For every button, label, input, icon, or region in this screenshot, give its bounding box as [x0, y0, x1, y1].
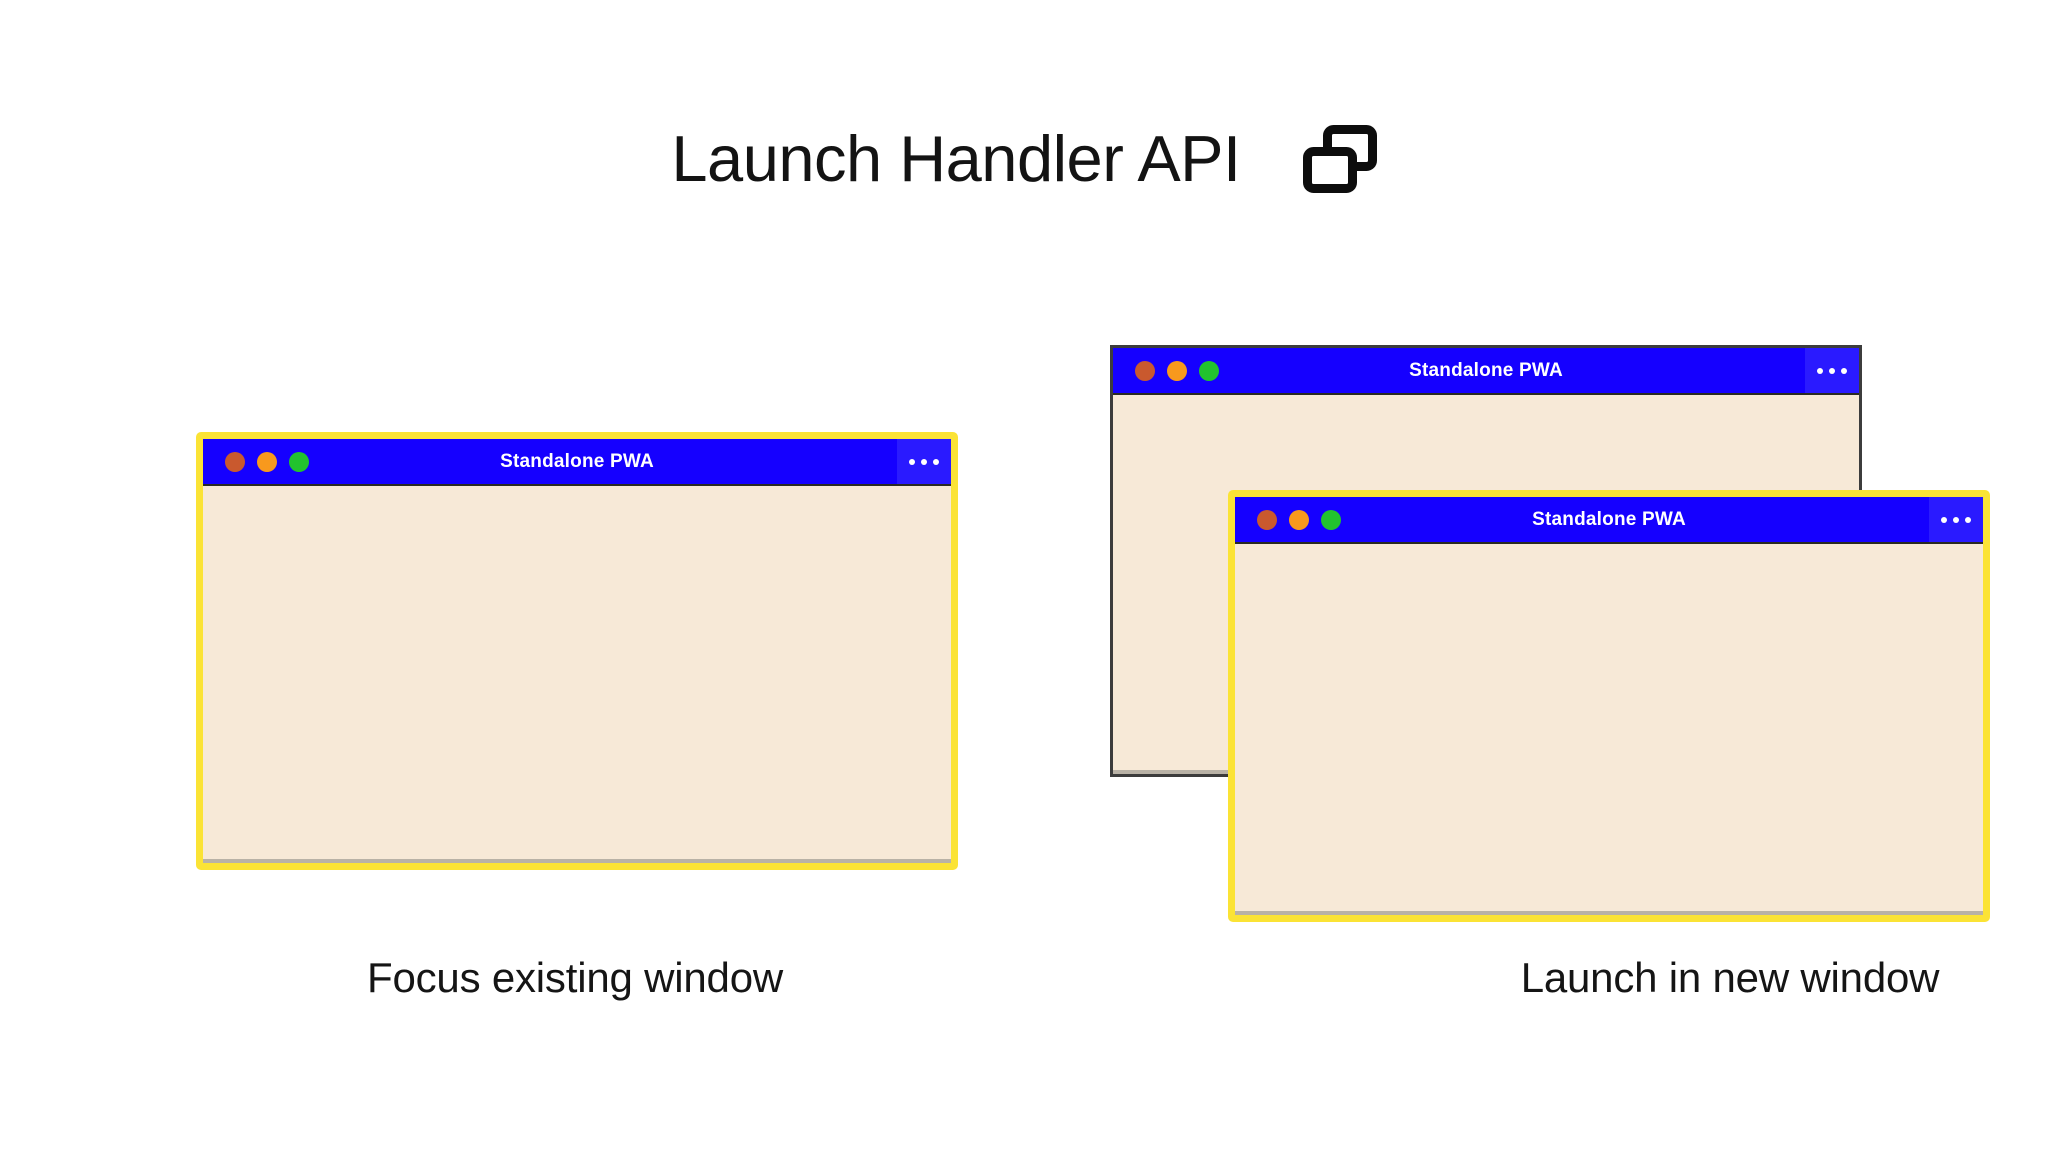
page-header: Launch Handler API	[0, 122, 2048, 195]
ellipsis-dot	[1941, 516, 1947, 523]
window-title: Standalone PWA	[500, 450, 654, 472]
maximize-dot-icon[interactable]	[1199, 360, 1219, 381]
window-controls[interactable]	[1257, 509, 1341, 530]
ellipsis-dot	[1953, 516, 1959, 523]
window-highlight-frame	[1228, 490, 1990, 922]
close-dot-icon[interactable]	[1135, 360, 1155, 381]
window-titlebar[interactable]: Standalone PWA	[1235, 497, 1983, 544]
minimize-dot-icon[interactable]	[1289, 509, 1309, 530]
window-inner: Standalone PWA	[1235, 497, 1983, 915]
window-content-area	[203, 486, 951, 863]
maximize-dot-icon[interactable]	[1321, 509, 1341, 530]
ellipsis-icon[interactable]	[897, 439, 951, 484]
right-front-standalone-pwa-window[interactable]: Standalone PWA	[1228, 490, 1990, 922]
window-inner: Standalone PWA	[203, 439, 951, 863]
caption-focus-existing-window: Focus existing window	[367, 954, 783, 1001]
ellipsis-dot	[1841, 367, 1847, 374]
ellipsis-icon[interactable]	[1929, 497, 1983, 542]
window-title: Standalone PWA	[1409, 359, 1563, 381]
ellipsis-dot	[909, 458, 915, 465]
minimize-dot-icon[interactable]	[257, 451, 277, 472]
window-content-area	[1235, 544, 1983, 915]
ellipsis-dot	[1965, 516, 1971, 523]
ellipsis-dot	[921, 458, 927, 465]
two-windows-icon	[1302, 125, 1377, 194]
window-title: Standalone PWA	[1532, 508, 1686, 530]
ellipsis-dot	[1829, 367, 1835, 374]
window-controls[interactable]	[1135, 360, 1219, 381]
window-titlebar[interactable]: Standalone PWA	[203, 439, 951, 486]
window-titlebar[interactable]: Standalone PWA	[1113, 348, 1859, 395]
caption-launch-in-new-window: Launch in new window	[1520, 954, 1940, 1001]
maximize-dot-icon[interactable]	[289, 451, 309, 472]
ellipsis-icon[interactable]	[1805, 348, 1859, 393]
ellipsis-dot	[1817, 367, 1823, 374]
close-dot-icon[interactable]	[1257, 509, 1277, 530]
ellipsis-dot	[933, 458, 939, 465]
page-title: Launch Handler API	[671, 122, 1241, 195]
minimize-dot-icon[interactable]	[1167, 360, 1187, 381]
left-standalone-pwa-window[interactable]: Standalone PWA	[196, 432, 958, 870]
window-highlight-frame	[196, 432, 958, 870]
window-controls[interactable]	[225, 451, 309, 472]
close-dot-icon[interactable]	[225, 451, 245, 472]
